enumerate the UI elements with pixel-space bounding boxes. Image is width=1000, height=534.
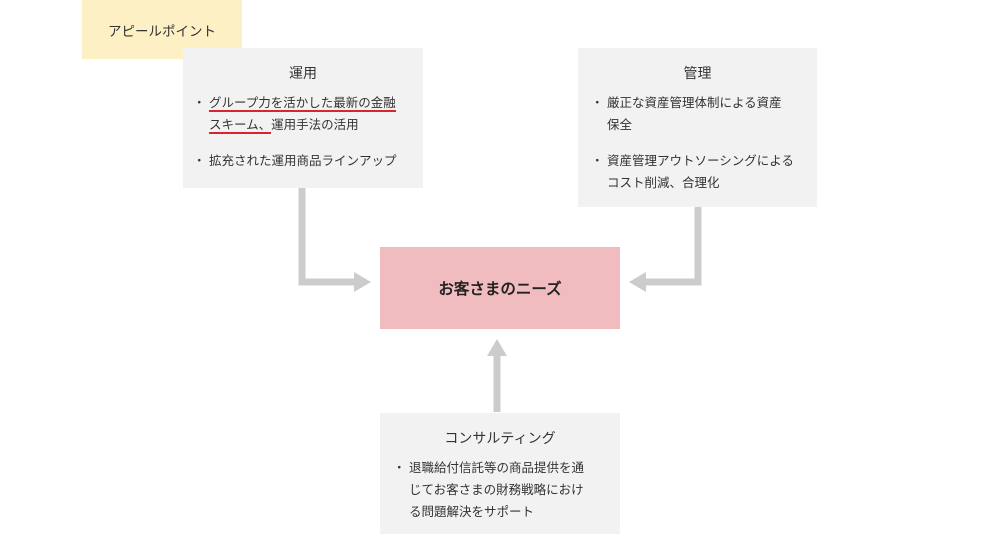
- management-item-1: 厳正な資産管理体制による資産 保全: [591, 92, 815, 136]
- management-list: 厳正な資産管理体制による資産 保全 資産管理アウトソーシングによる コスト削減、…: [591, 92, 815, 194]
- operation-title: 運用: [289, 66, 317, 82]
- consulting-item-1-line-2: じてお客さまの財務戦略におけ: [409, 482, 584, 497]
- management-item-2: 資産管理アウトソーシングによる コスト削減、合理化: [591, 150, 815, 194]
- arrowhead-operation: [354, 272, 371, 292]
- operation-item-2-text: 拡充された運用商品ラインアップ: [209, 153, 397, 168]
- consulting-list: 退職給付信託等の商品提供を通 じてお客さまの財務戦略におけ る問題解決をサポート: [393, 457, 618, 523]
- operation-item-1: グループ力を活かした最新の金融 スキーム、運用手法の活用: [193, 92, 421, 136]
- management-item-2-line-2: コスト削減、合理化: [607, 175, 720, 190]
- consulting-item-1-line-3: る問題解決をサポート: [409, 504, 535, 519]
- arrowhead-consulting: [487, 339, 507, 356]
- management-item-1-line-1: 厳正な資産管理体制による資産: [607, 95, 782, 110]
- consulting-title: コンサルティング: [444, 431, 556, 447]
- management-box: 管理 厳正な資産管理体制による資産 保全 資産管理アウトソーシングによる コスト…: [578, 48, 817, 207]
- operation-box: 運用 グループ力を活かした最新の金融 スキーム、運用手法の活用 拡充された運用商…: [183, 48, 423, 188]
- operation-item-1-emphasis-a: グループ力を活かした最新の金融: [209, 95, 396, 112]
- consulting-item-1: 退職給付信託等の商品提供を通 じてお客さまの財務戦略におけ る問題解決をサポート: [393, 457, 618, 523]
- operation-item-1-emphasis-b: スキーム、: [209, 117, 272, 134]
- operation-item-2: 拡充された運用商品ラインアップ: [193, 150, 421, 172]
- arrow-operation-to-needs: [298, 188, 358, 286]
- operation-list: グループ力を活かした最新の金融 スキーム、運用手法の活用 拡充された運用商品ライ…: [193, 92, 421, 172]
- arrowhead-management: [629, 272, 646, 292]
- customer-needs-box: お客さまのニーズ: [380, 247, 620, 329]
- management-item-2-line-1: 資産管理アウトソーシングによる: [607, 153, 794, 168]
- consulting-box: コンサルティング 退職給付信託等の商品提供を通 じてお客さまの財務戦略におけ る…: [380, 413, 620, 534]
- appeal-point-label: アピールポイント: [108, 23, 216, 40]
- management-title: 管理: [683, 66, 712, 82]
- management-item-1-line-2: 保全: [607, 117, 633, 132]
- arrow-management-to-needs: [642, 207, 702, 286]
- consulting-item-1-line-1: 退職給付信託等の商品提供を通: [409, 460, 585, 475]
- customer-needs-label: お客さまのニーズ: [438, 280, 562, 298]
- operation-item-1-rest: 運用手法の活用: [271, 117, 359, 132]
